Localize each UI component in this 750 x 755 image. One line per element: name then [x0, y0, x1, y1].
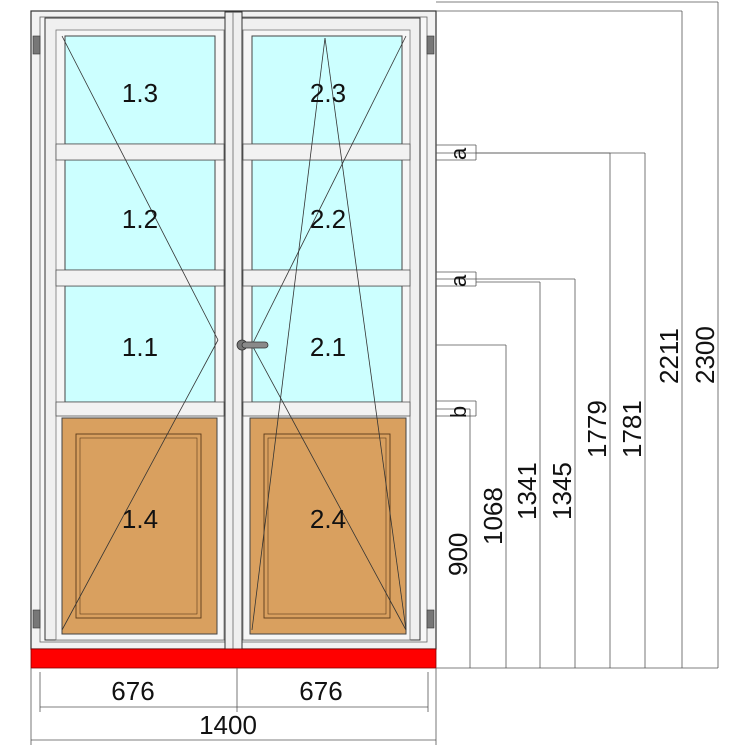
dim-height-2300: 2300: [690, 326, 720, 384]
hinge-icon: [426, 35, 435, 55]
pane-label-2-2: 2.2: [310, 204, 346, 234]
glass-pane-1-2: [64, 159, 216, 271]
marker-a-upper: a: [446, 147, 471, 160]
dim-right-sash-width: 676: [299, 676, 342, 706]
dim-height-1345: 1345: [547, 462, 577, 520]
glazing-bar: [242, 143, 411, 161]
glass-pane-2-1: [251, 285, 403, 403]
dim-total-width: 1400: [199, 710, 257, 740]
glazing-bar: [55, 401, 225, 417]
hinge-icon: [32, 609, 41, 629]
wood-panel-1-4-inset: [75, 433, 202, 619]
dim-height-1341: 1341: [512, 462, 542, 520]
pane-label-1-2: 1.2: [122, 204, 158, 234]
dim-height-1068: 1068: [478, 487, 508, 545]
hinge-icon: [426, 609, 435, 629]
extension-lines: [436, 1, 718, 669]
dim-height-2211: 2211: [654, 328, 684, 384]
dim-left-sash-width: 676: [111, 676, 154, 706]
pane-label-1-4: 1.4: [122, 504, 158, 534]
glass-pane-2-2: [251, 159, 403, 271]
pane-label-1-1: 1.1: [122, 332, 158, 362]
window-handle-icon: [236, 339, 269, 351]
opening-line: [324, 37, 407, 631]
vertical-dimension-lines: [469, 2, 719, 668]
glazing-bar: [55, 143, 225, 161]
dim-height-1779: 1779: [582, 400, 612, 458]
pane-label-1-3: 1.3: [122, 78, 158, 108]
wood-panel-2-4-inset: [263, 433, 391, 619]
opening-line: [61, 35, 219, 341]
bottom-dimensions: [30, 668, 437, 745]
marker-a-lower: a: [446, 274, 471, 287]
glazing-bar: [242, 401, 411, 417]
center-mullion: [224, 11, 243, 650]
pane-label-2-3: 2.3: [310, 78, 346, 108]
pane-label-2-4: 2.4: [310, 504, 346, 534]
glass-pane-1-1: [64, 285, 216, 403]
glazing-bar: [55, 269, 225, 287]
dim-height-1781: 1781: [617, 400, 647, 458]
dim-height-900: 900: [443, 533, 473, 576]
hinge-icon: [32, 35, 41, 55]
opening-line: [61, 339, 219, 631]
marker-b: b: [446, 406, 471, 418]
threshold-bar: [30, 648, 437, 669]
glazing-bar: [242, 269, 411, 287]
pane-label-2-1: 2.1: [310, 332, 346, 362]
opening-line: [251, 344, 407, 631]
opening-line: [251, 35, 407, 346]
opening-line: [251, 37, 326, 631]
